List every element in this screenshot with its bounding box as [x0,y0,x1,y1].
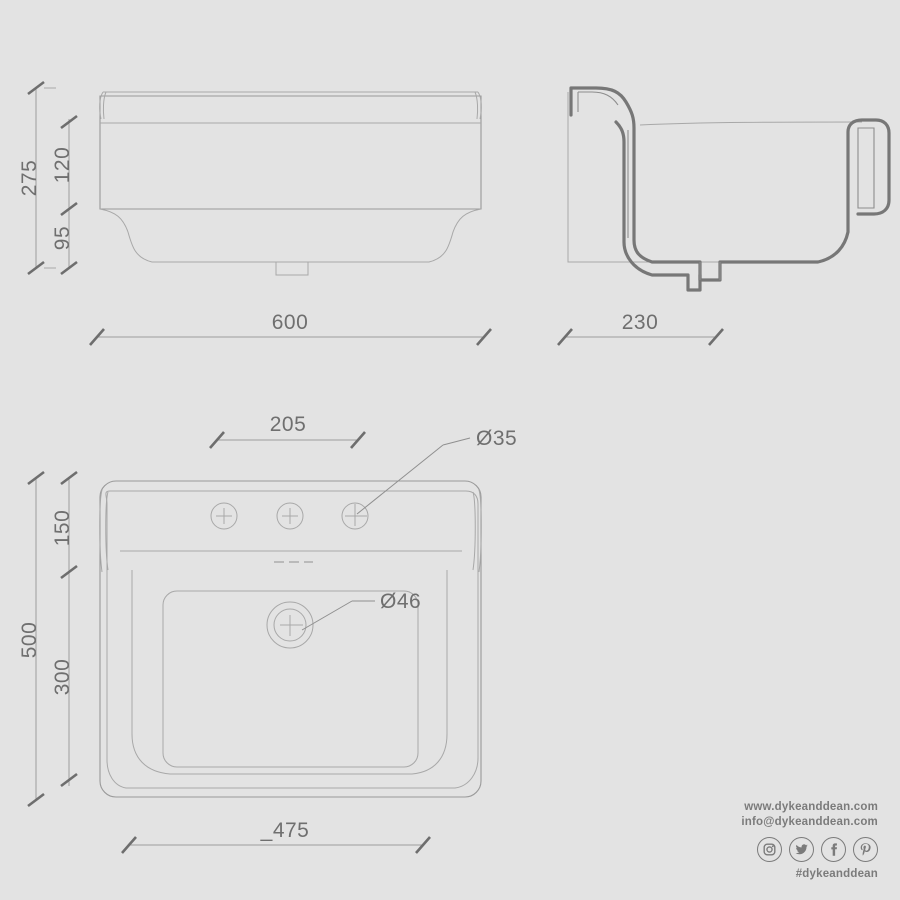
side-front-lip-inner [857,127,875,209]
dim-150-tick-top [60,470,78,486]
plan-bowl-inner [162,590,419,768]
plan-outer-rim [99,480,482,798]
twitter-icon[interactable] [789,837,814,862]
dim-300-tick-bottom [60,772,78,788]
leader-35-diagonal [356,444,444,515]
dim-275-tick-bottom [27,260,45,276]
side-ghost-rim-line [639,121,863,126]
dim-475-tick-right [415,836,431,854]
facebook-icon[interactable] [821,837,846,862]
dim-600-tick-right [476,328,492,346]
plan-backsplash-left-curl-inner [105,491,109,571]
front-bowl-underside [99,208,482,276]
dim-150-tick-bottom [60,564,78,580]
dim-150-label: 150 [51,510,74,547]
plan-bowl-shelf [131,570,448,775]
dim-120-tick-mid [60,201,78,217]
pinterest-icon[interactable] [853,837,878,862]
dim-275-tick-top [27,80,45,96]
hashtag-text: #dykeanddean [795,868,878,880]
dim-500-label: 500 [18,622,41,659]
dim-500-tick-top [27,470,45,486]
dim-230-label: 230 [622,311,659,334]
brand-footer: www.dykeanddean.com info@dykeanddean.com [678,800,878,880]
dim-230-tick-left [557,328,573,346]
diameter-35-label: Ø35 [476,427,517,450]
dim-600-tick-left [89,328,105,346]
front-body-outline [99,95,482,210]
instagram-icon[interactable] [757,837,782,862]
plan-backsplash-right-curl [478,489,482,573]
tap-hole-left [210,502,238,530]
side-section-inner-wall [614,120,702,292]
dim-230-tick-right [708,328,724,346]
side-section-view: 230 [557,86,891,346]
dim-600-label: 600 [272,311,309,334]
plan-view: Ø35 Ø46 500 150 300 205 [18,413,517,854]
waste-outer-circle [266,601,314,649]
front-rim-curl-left-inner [102,91,107,120]
front-rim-curl-left [99,91,104,120]
dim-500-tick-bottom [27,792,45,808]
dim-120-label: 120 [51,147,74,184]
email-text: info@dykeanddean.com [741,816,878,828]
plan-backsplash-left-curl [99,489,103,573]
tap-hole-center [276,502,304,530]
leader-46-diagonal [301,600,353,631]
diameter-46-callout: Ø46 [301,590,421,631]
website-text: www.dykeanddean.com [744,801,878,813]
dim-475-tick-left [121,836,137,854]
side-section-outer-profile [569,86,891,282]
tap-hole-right [341,502,369,530]
waste-inner-circle [273,608,307,642]
diameter-35-callout: Ø35 [356,427,517,515]
dim-95-tick-bottom [60,260,78,276]
diameter-46-label: Ø46 [380,590,421,613]
dim-95-label: 95 [51,226,74,250]
dim-205-label: 205 [270,413,307,436]
dim-275-label: 275 [18,160,41,197]
dim-205-tick-right [350,431,366,449]
plan-tap-holes [210,502,369,530]
dim-300-label: 300 [51,659,74,696]
social-links [678,837,878,862]
side-splash-inner-top [578,91,619,106]
plan-backsplash-right-curl-inner [472,491,476,571]
plan-second-rim [105,490,479,789]
plan-waste-hole [266,601,314,649]
dim-120-tick-top [60,114,78,130]
front-elevation-view: 275 120 95 600 [18,80,492,346]
leader-35-horizontal [442,437,471,446]
dim-475-label: _475 [260,819,310,842]
front-rim-curl-right-inner [474,91,479,120]
dim-205-tick-left [209,431,225,449]
front-rim-curl-right [477,91,482,120]
side-ghost-back-edge [567,92,790,263]
